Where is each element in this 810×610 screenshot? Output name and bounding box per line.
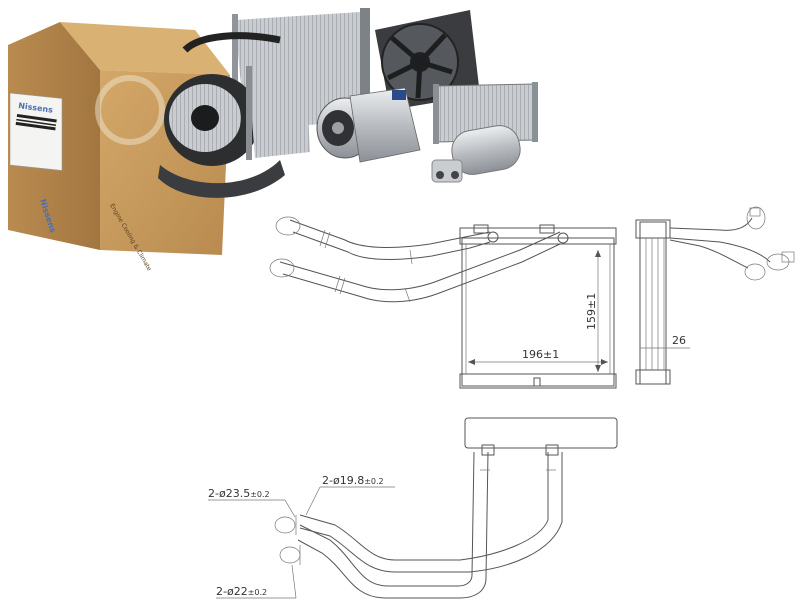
pipe-small-diameter-label: 2-ø22±0.2 — [216, 585, 267, 598]
box-watermark-logo — [95, 75, 165, 145]
pipe-inner-diameter-label: 2-ø19.8±0.2 — [322, 474, 384, 487]
side-view-core — [639, 221, 667, 385]
height-dimension-label: 159±1 — [585, 293, 598, 330]
pipe-outer-diameter-label: 2-ø23.5±0.2 — [208, 487, 270, 500]
product-photo-collage: Nissens Nissens Engine Cooling & Climate — [8, 8, 538, 273]
depth-dimension-label: 26 — [672, 334, 686, 347]
blower-motor-image — [158, 74, 285, 198]
drawing-top-view: 2-ø23.5±0.2 2-ø19.8±0.2 2-ø22±0.2 — [208, 417, 618, 599]
evaporator-image — [246, 62, 310, 160]
top-view-core — [464, 417, 618, 449]
box-barcode-label — [9, 92, 63, 171]
drawing-front-view: 159±1 196±1 — [269, 216, 617, 389]
heater-core-image — [433, 82, 538, 144]
receiver-drier-image — [431, 125, 521, 183]
width-dimension-label: 196±1 — [522, 348, 559, 361]
cooling-fan-image — [375, 10, 480, 110]
drawing-side-view: 26 — [635, 206, 795, 385]
ac-compressor-image — [316, 87, 421, 163]
